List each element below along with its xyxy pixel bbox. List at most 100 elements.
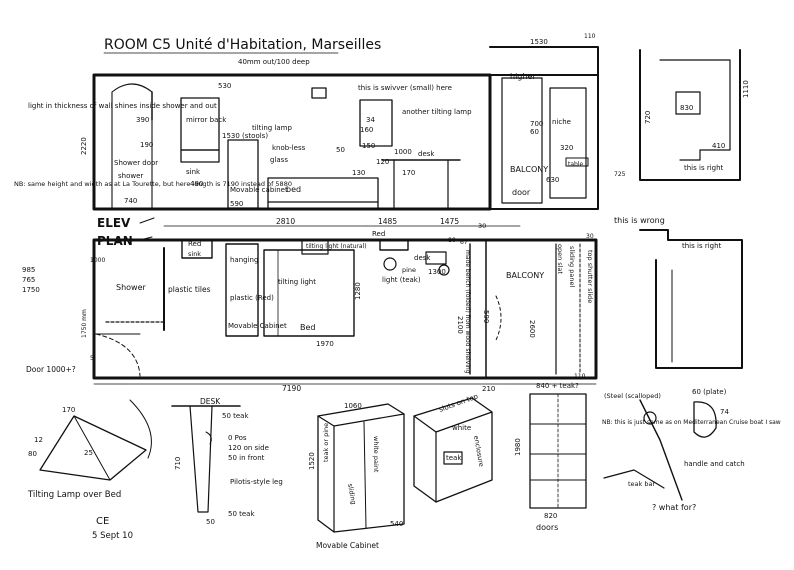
plan-note-16: sliding panel [568, 246, 576, 287]
balcony-door-swing [495, 295, 502, 341]
elev-arrow [139, 217, 155, 224]
elev-note-8: knob-less [272, 144, 306, 152]
desk-box-label-1: slots on top [438, 392, 480, 414]
desk-box-label-3: teak [446, 454, 462, 462]
desk-box-outline [413, 397, 493, 503]
elev-dim-7: 490 [190, 180, 203, 188]
desk-label-5: 50 in front [228, 454, 265, 462]
plan-note-11: light (teak) [382, 276, 421, 284]
elev-note-1: 40mm out/100 deep [238, 58, 310, 66]
plan-dim-5: 985 [22, 266, 35, 274]
plan-annotations: Shower plastic tiles Red sink hanging ti… [26, 230, 594, 374]
cabinet-outline [317, 403, 405, 533]
plan-drawing [92, 238, 598, 380]
elev-dim-25: 110 [584, 33, 596, 40]
plan-cabinet [225, 243, 259, 337]
plan-dim-14: 2100 [456, 316, 464, 334]
plan-note-1: Shower [116, 283, 147, 292]
cabinet-dim-3: 540 [390, 520, 403, 528]
desk-label-4: 120 on side [228, 444, 269, 452]
plan-dim-19: 80 [448, 237, 456, 244]
elev-note-14: shower [118, 172, 143, 180]
elev-dim-15: 130 [352, 169, 365, 177]
misc-note-4: teak bar [628, 480, 655, 488]
plan-note-6: tilting light [278, 278, 316, 286]
lamp-dim-3: 80 [28, 450, 37, 458]
desk-box-label-4: enclosure [472, 435, 485, 467]
elev-dim-19: 830 [680, 104, 693, 112]
plan-note-20: Bed [300, 323, 316, 332]
desk-label-6: Pilotis-style leg [230, 478, 283, 486]
elevation-label: ELEV [97, 216, 131, 230]
detail-tilting-lamp: Tilting Lamp over Bed 170 12 80 25 [27, 399, 152, 500]
plan-dim-10: 7190 [282, 384, 301, 393]
elevation-room-outline [92, 73, 492, 211]
right-plan-outline [639, 229, 743, 369]
elevation-cabinet [227, 139, 259, 209]
lamp-swing-arc [129, 399, 152, 459]
plan-note-2: plastic tiles [168, 285, 211, 294]
elev-note-18: BALCONY [510, 165, 548, 174]
lamp-dim-1: 170 [62, 406, 75, 414]
right-detail-drawings [639, 49, 743, 369]
elev-dim-10: 160 [360, 126, 373, 134]
plan-stool [383, 257, 397, 271]
desk-hook [205, 431, 212, 445]
teak-bar [603, 469, 665, 489]
plan-note-15: BALCONY [506, 271, 544, 280]
cabinet-label-2: white paint [372, 436, 380, 473]
plan-dim-1: 2810 [276, 217, 295, 226]
elev-dim-6: 1530 (stools) [222, 132, 268, 140]
elev-dim-2: 2220 [80, 137, 88, 155]
elev-note-9: glass [270, 156, 288, 164]
misc-note-3: handle and catch [684, 460, 745, 468]
cabinet-door-split [363, 421, 367, 529]
elev-note-6: mirror back [186, 116, 227, 124]
plan-dim-11: 210 [482, 385, 495, 393]
elev-note-12: bed [286, 185, 301, 194]
elev-note-16: higher [510, 72, 536, 81]
plan-dim-12: 590 [482, 310, 490, 323]
elev-dim-4: 190 [140, 141, 153, 149]
detail-handle: (Steel (scalloped) NB: this is just same… [602, 388, 781, 512]
plan-dim-20: 67 [460, 239, 468, 246]
plan-dim-15: 1300 [428, 268, 446, 276]
plan-dim-18: 30 [478, 222, 486, 230]
detail-desk: DESK 50 teak 0 Pos 120 on side 50 in fro… [171, 397, 283, 526]
misc-note-7: 74 [720, 408, 729, 416]
cabinet-label-4: Movable Cabinet [316, 541, 379, 550]
elev-dim-22: 630 [546, 176, 559, 184]
elevation-lamp [311, 87, 327, 99]
elev-dim-16: 170 [402, 169, 415, 177]
elev-note-19: door [512, 188, 531, 197]
plan-dim-22: 30 [586, 233, 594, 240]
desk-box-label-2: white [452, 424, 471, 432]
detail-desk-box: slots on top white teak enclosure [413, 392, 493, 503]
desk-leg [189, 405, 213, 513]
misc-note-2: NB: this is just same as on Mediterranea… [602, 419, 781, 426]
elev-dim-11: 34 [366, 116, 375, 124]
elev-note-17: niche [552, 118, 571, 126]
plan-lamp-box [301, 239, 329, 255]
sink-outline [180, 149, 220, 163]
elev-dim-21: 320 [560, 144, 573, 152]
plan-room-outline [92, 238, 598, 380]
elev-note-11: Movable cabinet [230, 186, 288, 194]
plan-sink [181, 239, 213, 259]
plan-note-17: open slat [556, 244, 564, 274]
sketch-date: 5 Sept 10 [92, 531, 133, 541]
plan-note-13: pine [402, 266, 416, 274]
elev-dim-5: 740 [124, 197, 137, 205]
plan-note-10: tilting light (natural) [306, 243, 367, 250]
plan-note-8: Movable Cabinet [228, 322, 287, 330]
elev-dim-1: 530 [218, 82, 231, 90]
elev-note-21: this is wrong [614, 216, 665, 225]
shelf-label-1: 840 + teak? [536, 382, 579, 390]
plan-label: PLAN [97, 234, 133, 248]
elev-note-22: this is right [684, 164, 724, 172]
cabinet-top [317, 413, 405, 427]
lamp-dim-2: 12 [34, 436, 43, 444]
plan-dim-16: 110 [574, 373, 586, 380]
sheet-title: ROOM C5 Unité d'Habitation, Marseilles [104, 37, 381, 53]
